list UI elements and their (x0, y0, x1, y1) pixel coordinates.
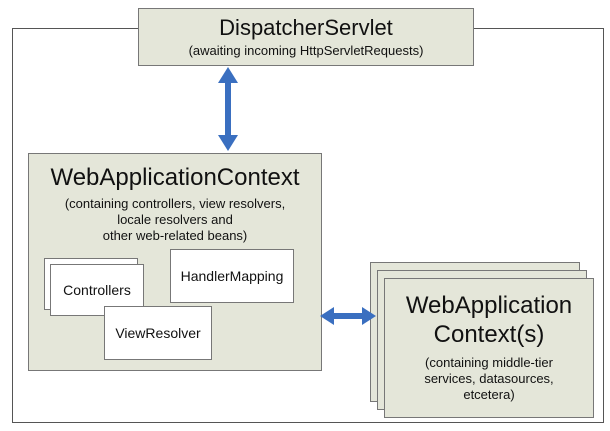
controllers-card: Controllers (50, 264, 144, 316)
web-application-context-title: WebApplicationContext (50, 164, 300, 191)
dispatcher-servlet-subtitle: (awaiting incoming HttpServletRequests) (188, 43, 424, 58)
web-application-context-description-line: other web-related beans) (102, 228, 248, 243)
controllers-label: Controllers (63, 282, 131, 298)
view-resolver-card: ViewResolver (104, 306, 212, 360)
dispatcher-servlet-title: DispatcherServlet (219, 15, 393, 40)
root-context-description: (containing middle-tier services, dataso… (385, 355, 593, 403)
root-context-description-line: etcetera) (463, 387, 515, 402)
view-resolver-label: ViewResolver (115, 325, 201, 341)
root-context-title: WebApplication Context(s) (385, 291, 593, 349)
handler-mapping-label: HandlerMapping (180, 268, 284, 284)
root-context-description-line: (containing middle-tier (425, 355, 553, 370)
root-context-title-line: WebApplication (405, 292, 573, 319)
right-arrow-head (362, 307, 376, 325)
web-application-context-description-line: locale resolvers and (117, 212, 233, 227)
handler-mapping-card: HandlerMapping (170, 249, 294, 303)
down-arrow-head (218, 135, 238, 151)
up-arrow-head (218, 67, 238, 83)
dispatcher-servlet-box: DispatcherServlet (awaiting incoming Htt… (138, 8, 474, 66)
web-application-context-description: (containing controllers, view resolvers,… (29, 196, 321, 244)
web-application-context-description-line: (containing controllers, view resolvers, (64, 196, 286, 211)
root-context-description-line: services, datasources, (424, 371, 554, 386)
left-arrow-head (320, 307, 334, 325)
root-context-title-line: Context(s) (433, 321, 545, 348)
root-context-box: WebApplication Context(s) (containing mi… (384, 278, 594, 418)
